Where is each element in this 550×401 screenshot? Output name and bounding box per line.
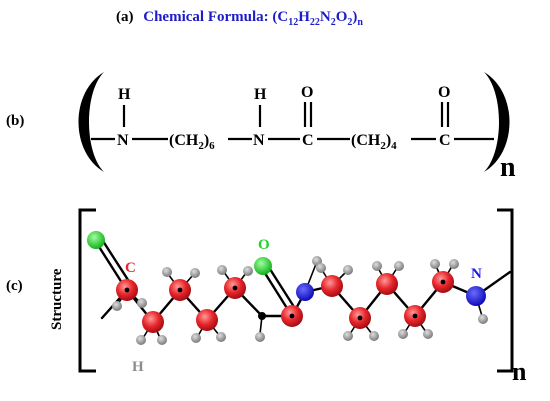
ch2-6-sub6: 6	[209, 140, 215, 152]
right-bracket	[497, 208, 514, 373]
right-parenthesis	[484, 72, 510, 172]
label-h: H	[132, 359, 144, 375]
ch2-6-close: )	[204, 132, 209, 149]
atom-h	[137, 298, 147, 308]
formula-n: N	[320, 9, 331, 25]
carbon-dot	[289, 313, 295, 319]
connector-node	[258, 312, 266, 320]
formula-o: O	[336, 9, 348, 25]
formula-sub-repeat: n	[357, 17, 363, 28]
formula-sub-h: 22	[310, 17, 320, 28]
left-parenthesis	[78, 72, 104, 172]
group-ch2-6: (CH2)6	[169, 132, 215, 152]
atom-h	[162, 267, 172, 277]
ch2-4-main: (CH	[351, 132, 381, 149]
atom-h	[343, 331, 353, 341]
atom-c	[321, 275, 343, 297]
atom-h	[449, 259, 459, 269]
backbone-bonds	[94, 236, 512, 324]
atom-c	[142, 311, 164, 333]
panel-a-label: (a)	[116, 9, 134, 25]
atom-c	[376, 273, 398, 295]
label-o: O	[258, 237, 270, 253]
structure-side-label: Structure	[49, 268, 65, 330]
atom-h	[112, 301, 122, 311]
panel-c-label: (c)	[6, 278, 23, 294]
atom-h	[343, 265, 353, 275]
atom-h	[243, 266, 253, 276]
atom-o	[87, 231, 105, 249]
atom-o-left: O	[301, 84, 313, 101]
left-bracket	[78, 208, 96, 373]
formula-close: )	[352, 9, 357, 25]
formula-atoms: H N (CH2)6 H N O C (CH2)4 O C	[117, 84, 451, 152]
ch2-4-sub4: 4	[391, 140, 397, 152]
atom-o-right: O	[438, 84, 450, 101]
formula-h: H	[298, 9, 310, 25]
atom-h	[423, 329, 433, 339]
carbon-dot	[412, 313, 418, 319]
atom-c-right: C	[439, 132, 451, 149]
atom-h	[157, 335, 167, 345]
connector-nodes	[258, 312, 266, 320]
ch2-4-sub2: 2	[380, 140, 386, 152]
atom-h	[216, 332, 226, 342]
atom-h	[478, 314, 488, 324]
formula-bonds	[91, 102, 494, 141]
atom-n	[466, 286, 486, 306]
atom-n-left: N	[117, 132, 129, 149]
atom-h	[430, 259, 440, 269]
nitrogen-atoms	[296, 283, 486, 306]
oxygen-atoms	[87, 231, 272, 275]
carbon-dot	[124, 287, 130, 293]
atom-h	[255, 332, 265, 342]
formula-sub-n: 2	[331, 17, 336, 28]
formula-text: Chemical Formula: (C12H22N2O2)n	[143, 9, 363, 28]
atom-h-left: H	[118, 86, 131, 103]
label-n: N	[471, 266, 482, 282]
formula-sub-c: 12	[288, 17, 298, 28]
atom-c-left: C	[302, 132, 314, 149]
carbon-center-dots	[124, 279, 446, 321]
atom-h	[394, 261, 404, 271]
atom-n-mid: N	[253, 132, 265, 149]
hydrogen-atoms	[112, 256, 488, 345]
panel-a-title: (a) Chemical Formula: (C12H22N2O2)n	[116, 9, 363, 28]
ch2-4-close: )	[386, 132, 391, 149]
ch2-6-sub2: 2	[198, 140, 204, 152]
carbon-dot	[177, 287, 183, 293]
atom-h	[217, 265, 227, 275]
label-c: C	[125, 260, 136, 276]
atom-h	[369, 331, 379, 341]
repeat-n-c: n	[512, 357, 527, 386]
carbon-dot	[440, 279, 446, 285]
ch2-6-main: (CH	[169, 132, 199, 149]
repeat-n-b: n	[500, 152, 516, 183]
atom-h	[372, 261, 382, 271]
atom-h-mid: H	[254, 86, 267, 103]
atom-h	[316, 263, 326, 273]
atom-h	[191, 333, 201, 343]
atom-h	[190, 268, 200, 278]
atom-c	[196, 309, 218, 331]
carbon-dot	[357, 315, 363, 321]
atom-h	[136, 335, 146, 345]
atom-o	[254, 257, 272, 275]
group-ch2-4: (CH2)4	[351, 132, 397, 152]
atom-h	[398, 329, 408, 339]
panel-b-label: (b)	[6, 113, 24, 129]
formula-prefix: Chemical Formula:	[143, 9, 272, 25]
atom-n	[296, 283, 314, 301]
carbon-dot	[232, 285, 238, 291]
formula-open: (C	[272, 9, 288, 25]
formula-sub-o: 2	[347, 17, 352, 28]
